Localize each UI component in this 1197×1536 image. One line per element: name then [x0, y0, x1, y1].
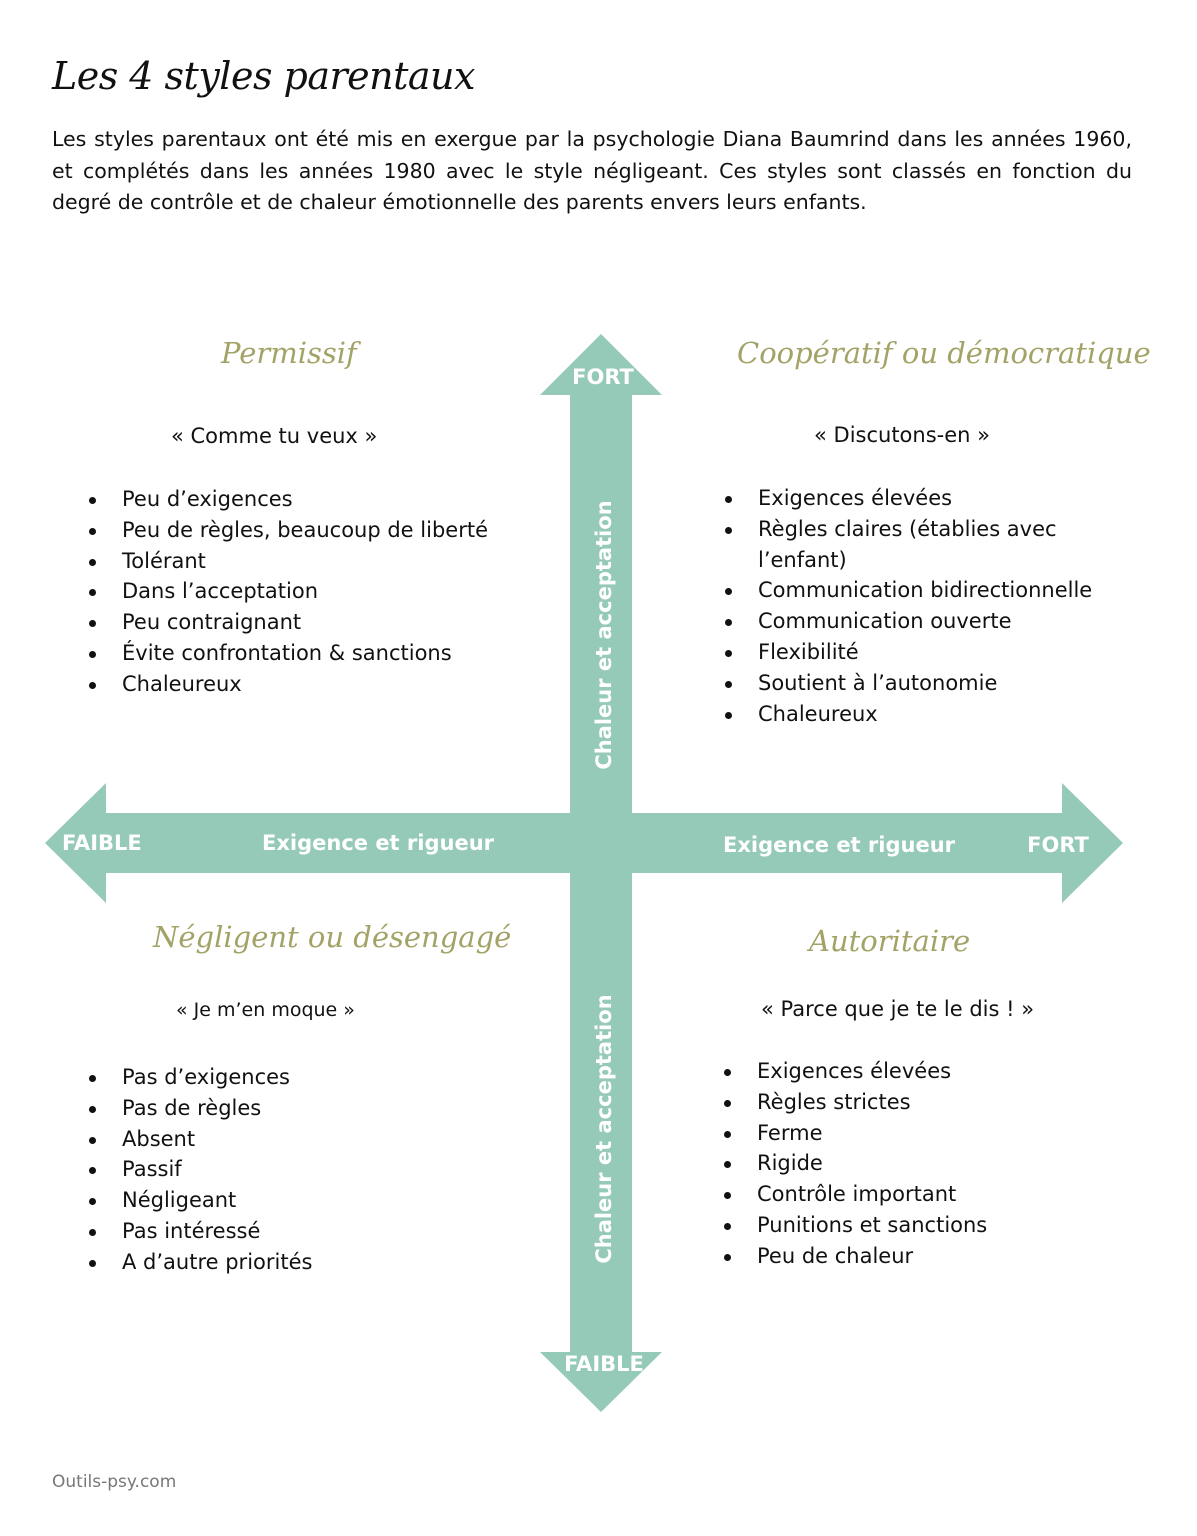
trait-item: Passif [53, 1154, 533, 1185]
trait-item: Peu d’exigences [53, 484, 533, 515]
trait-item: Exigences élevées [689, 483, 1109, 514]
quadrant-title-permissive: Permissif [221, 336, 357, 370]
quadrant-motto-negligent: « Je m’en moque » [176, 999, 355, 1021]
vertical-top-end-label: FORT [572, 365, 634, 389]
page-title: Les 4 styles parentaux [52, 54, 475, 98]
vertical-axis-label-top: Chaleur et acceptation [592, 500, 616, 769]
trait-item: Pas de règles [53, 1093, 533, 1124]
trait-item: Peu contraignant [53, 607, 533, 638]
trait-item: Évite confrontation & sanctions [53, 638, 533, 669]
trait-item: Négligeant [53, 1185, 533, 1216]
horizontal-right-end-label: FORT [1027, 833, 1089, 857]
trait-item: Règles claires (établies avec l’enfant) [689, 514, 1109, 576]
footer-site-name: Outils-psy.com [52, 1472, 177, 1492]
trait-item: Punitions et sanctions [688, 1210, 1108, 1241]
trait-item: Communication bidirectionnelle [689, 575, 1109, 606]
trait-item: Chaleureux [689, 699, 1109, 730]
trait-item: Communication ouverte [689, 606, 1109, 637]
trait-item: Règles strictes [688, 1087, 1108, 1118]
quadrant-title-authoritarian: Autoritaire [809, 924, 971, 958]
trait-item: Peu de chaleur [688, 1241, 1108, 1272]
trait-item: A d’autre priorités [53, 1247, 533, 1278]
quadrant-motto-cooperative: « Discutons-en » [814, 423, 990, 447]
horizontal-axis-label-right: Exigence et rigueur [723, 833, 956, 857]
trait-item: Exigences élevées [688, 1056, 1108, 1087]
quadrant-motto-permissive: « Comme tu veux » [171, 424, 378, 448]
vertical-axis-label-bottom: Chaleur et acceptation [592, 994, 616, 1263]
horizontal-axis-label-left: Exigence et rigueur [262, 831, 495, 855]
trait-item: Dans l’acceptation [53, 576, 533, 607]
trait-item: Absent [53, 1124, 533, 1155]
trait-item: Rigide [688, 1148, 1108, 1179]
trait-item: Pas intéressé [53, 1216, 533, 1247]
quadrant-motto-authoritarian: « Parce que je te le dis ! » [761, 997, 1035, 1021]
trait-item: Contrôle important [688, 1179, 1108, 1210]
trait-item: Tolérant [53, 546, 533, 577]
horizontal-axis-arrow [45, 783, 1123, 903]
quadrant-title-negligent: Négligent ou désengagé [153, 920, 512, 954]
trait-item: Ferme [688, 1118, 1108, 1149]
trait-item: Flexibilité [689, 637, 1109, 668]
trait-item: Chaleureux [53, 669, 533, 700]
trait-item: Soutient à l’autonomie [689, 668, 1109, 699]
trait-item: Pas d’exigences [53, 1062, 533, 1093]
horizontal-left-end-label: FAIBLE [62, 831, 142, 855]
trait-item: Peu de règles, beaucoup de liberté [53, 515, 533, 546]
quadrant-title-cooperative: Coopératif ou démocratique [737, 336, 1151, 370]
intro-paragraph: Les styles parentaux ont été mis en exer… [52, 127, 1132, 214]
vertical-bottom-end-label: FAIBLE [564, 1352, 644, 1376]
